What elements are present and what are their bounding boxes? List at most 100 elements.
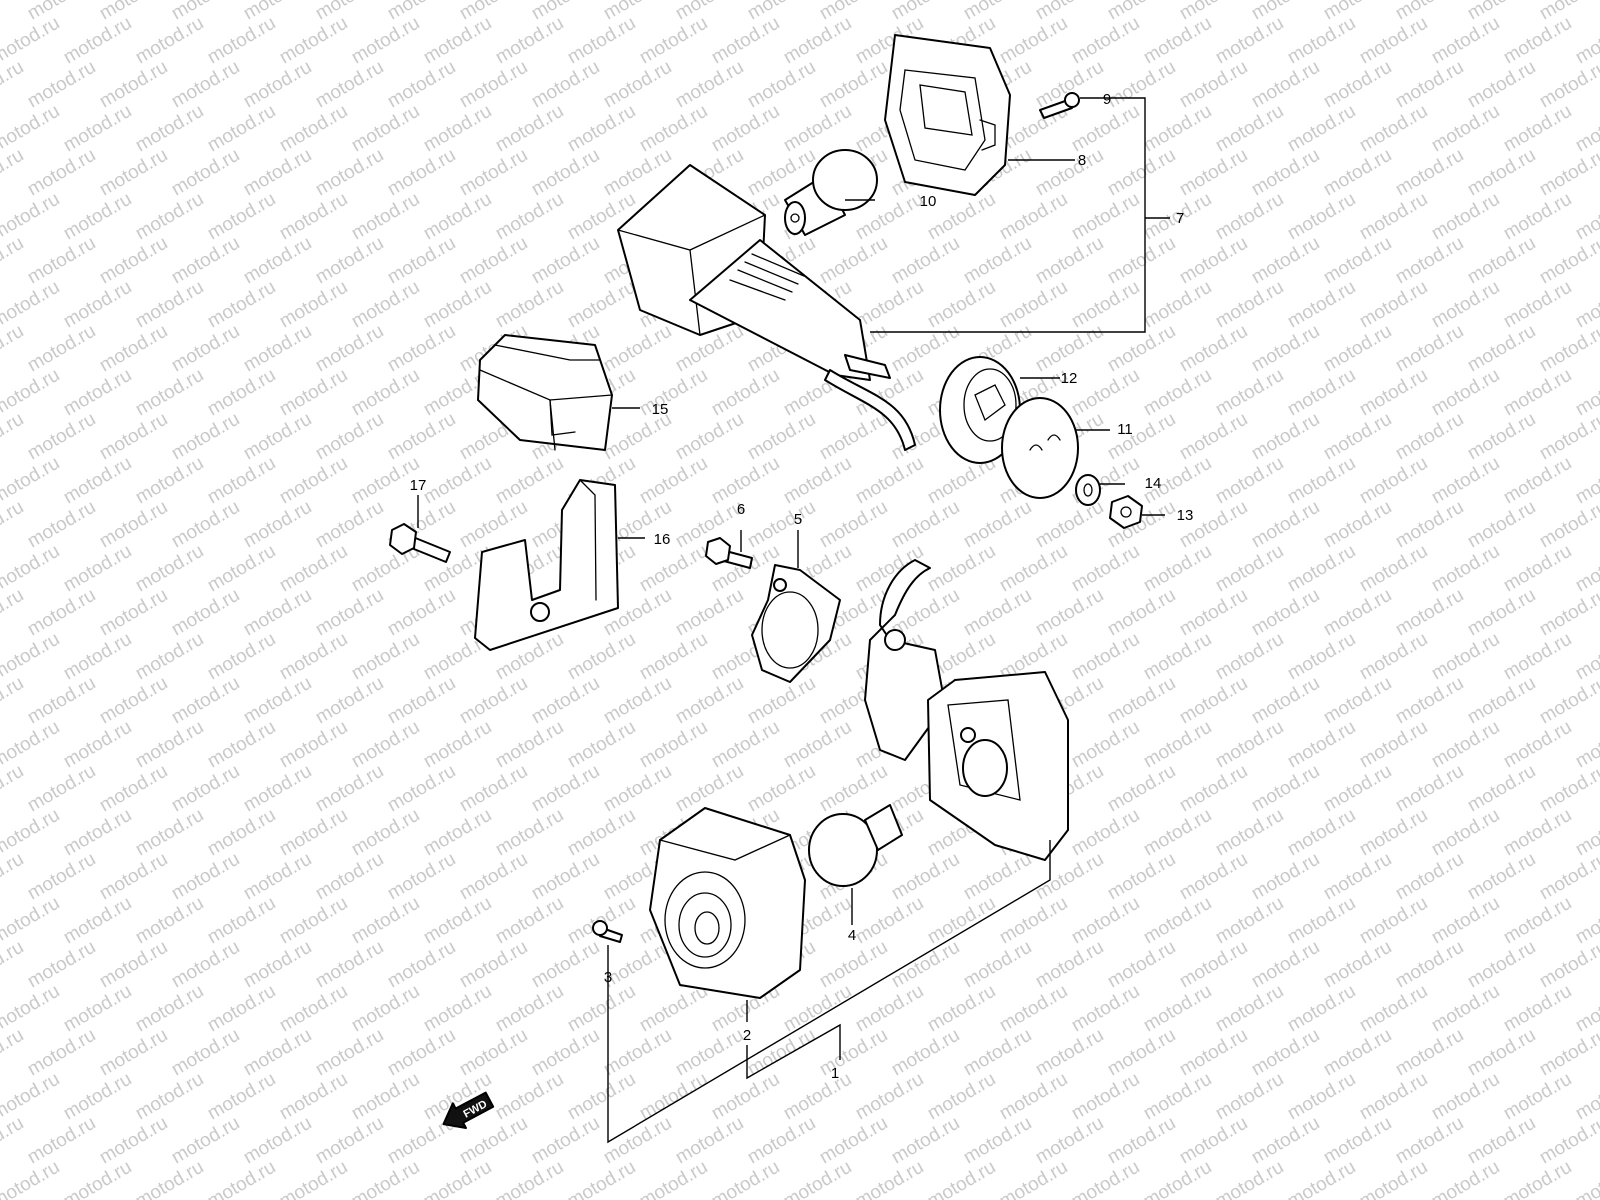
callout-15[interactable]: 15 — [652, 401, 669, 418]
watermark-text: motod.ru — [0, 1113, 27, 1169]
watermark-text: motod.ru — [492, 277, 567, 333]
watermark-text: motod.ru — [1104, 145, 1179, 201]
watermark-text: motod.ru — [1320, 145, 1395, 201]
watermark-text: motod.ru — [1284, 893, 1359, 949]
watermark-text: motod.ru — [312, 145, 387, 201]
callout-1[interactable]: 1 — [831, 1065, 839, 1082]
callout-17[interactable]: 17 — [410, 477, 427, 494]
watermark-text: motod.ru — [1212, 1069, 1287, 1125]
watermark-text: motod.ru — [996, 277, 1071, 333]
watermark-text: motod.ru — [492, 189, 567, 245]
part-14-washer[interactable] — [1075, 474, 1101, 506]
watermark-text: motod.ru — [1500, 189, 1575, 245]
watermark-text: motod.ru — [1140, 893, 1215, 949]
part-5-mounting-plate[interactable] — [751, 564, 841, 683]
part-6-bolt[interactable] — [705, 537, 753, 569]
watermark-text: motod.ru — [672, 673, 747, 729]
watermark-text: motod.ru — [60, 277, 135, 333]
watermark-text: motod.ru — [456, 761, 531, 817]
watermark-text: motod.ru — [1536, 585, 1600, 641]
callout-14[interactable]: 14 — [1145, 475, 1162, 492]
watermark-text: motod.ru — [1068, 365, 1143, 421]
part-2-front-lens[interactable] — [649, 807, 806, 999]
callout-8[interactable]: 8 — [1078, 152, 1086, 169]
watermark-text: motod.ru — [0, 585, 27, 641]
callout-5[interactable]: 5 — [794, 511, 802, 528]
watermark-text: motod.ru — [816, 1113, 891, 1169]
callout-2[interactable]: 2 — [743, 1027, 751, 1044]
watermark-text: motod.ru — [96, 0, 171, 24]
watermark-text: motod.ru — [312, 57, 387, 113]
watermark-text: motod.ru — [276, 717, 351, 773]
watermark-text: motod.ru — [204, 1157, 279, 1200]
watermark-text: motod.ru — [600, 321, 675, 377]
watermark-text: motod.ru — [60, 453, 135, 509]
watermark-text: motod.ru — [816, 937, 891, 993]
part-13-nut[interactable] — [1109, 495, 1143, 529]
part-12-gasket[interactable] — [939, 356, 1021, 464]
callout-4[interactable]: 4 — [848, 927, 856, 944]
watermark-text: motod.ru — [96, 673, 171, 729]
watermark-text: motod.ru — [348, 13, 423, 69]
part-16-bracket[interactable] — [474, 479, 619, 651]
part-8-rear-lens[interactable] — [884, 34, 1011, 196]
watermark-text: motod.ru — [528, 57, 603, 113]
part-7-rear-signal-housing[interactable] — [617, 164, 916, 451]
watermark-text: motod.ru — [204, 277, 279, 333]
watermark-text: motod.ru — [420, 717, 495, 773]
watermark-text: motod.ru — [168, 937, 243, 993]
watermark-text: motod.ru — [1176, 761, 1251, 817]
watermark-text: motod.ru — [276, 1157, 351, 1200]
watermark-text: motod.ru — [1068, 629, 1143, 685]
part-11-plate[interactable] — [1001, 397, 1079, 499]
callout-16[interactable]: 16 — [654, 531, 671, 548]
watermark-text: motod.ru — [1284, 453, 1359, 509]
watermark-text: motod.ru — [132, 717, 207, 773]
watermark-text: motod.ru — [996, 1157, 1071, 1200]
watermark-text: motod.ru — [60, 13, 135, 69]
part-1-front-signal-housing[interactable] — [927, 671, 1069, 861]
watermark-text: motod.ru — [456, 673, 531, 729]
watermark-text: motod.ru — [1536, 497, 1600, 553]
watermark-text: motod.ru — [312, 0, 387, 24]
watermark-text: motod.ru — [1140, 101, 1215, 157]
watermark-text: motod.ru — [924, 1069, 999, 1125]
callout-3[interactable]: 3 — [604, 969, 612, 986]
watermark-text: motod.ru — [168, 585, 243, 641]
watermark-text: motod.ru — [816, 0, 891, 24]
part-17-bolt[interactable] — [389, 523, 451, 563]
watermark-text: motod.ru — [240, 1113, 315, 1169]
part-3-screw[interactable] — [592, 920, 623, 943]
watermark-text: motod.ru — [168, 409, 243, 465]
callout-11[interactable]: 11 — [1117, 421, 1133, 438]
callout-7[interactable]: 7 — [1176, 210, 1184, 227]
watermark-text: motod.ru — [276, 629, 351, 685]
callout-6[interactable]: 6 — [737, 501, 745, 518]
watermark-text: motod.ru — [1248, 673, 1323, 729]
part-9-screw[interactable] — [1039, 92, 1080, 119]
front-signal-stay[interactable] — [864, 559, 946, 761]
watermark-text: motod.ru — [132, 101, 207, 157]
watermark-text: motod.ru — [636, 629, 711, 685]
watermark-text: motod.ru — [888, 0, 963, 24]
watermark-text: motod.ru — [1356, 13, 1431, 69]
callout-10[interactable]: 10 — [920, 193, 937, 210]
watermark-text: motod.ru — [1356, 805, 1431, 861]
callout-12[interactable]: 12 — [1061, 370, 1078, 387]
watermark-text: motod.ru — [204, 101, 279, 157]
part-10-bulb[interactable] — [784, 149, 878, 236]
watermark-text: motod.ru — [348, 893, 423, 949]
watermark-text: motod.ru — [456, 937, 531, 993]
part-4-bulb[interactable] — [808, 804, 903, 887]
watermark-text: motod.ru — [924, 893, 999, 949]
watermark-text: motod.ru — [1140, 1157, 1215, 1200]
callout-13[interactable]: 13 — [1177, 507, 1194, 524]
watermark-text: motod.ru — [204, 13, 279, 69]
watermark-text: motod.ru — [888, 937, 963, 993]
watermark-text: motod.ru — [1392, 497, 1467, 553]
part-15-relay[interactable] — [477, 334, 613, 451]
watermark-text: motod.ru — [312, 233, 387, 289]
watermark-text: motod.ru — [1428, 453, 1503, 509]
watermark-text: motod.ru — [1536, 849, 1600, 905]
callout-9[interactable]: 9 — [1103, 91, 1111, 108]
